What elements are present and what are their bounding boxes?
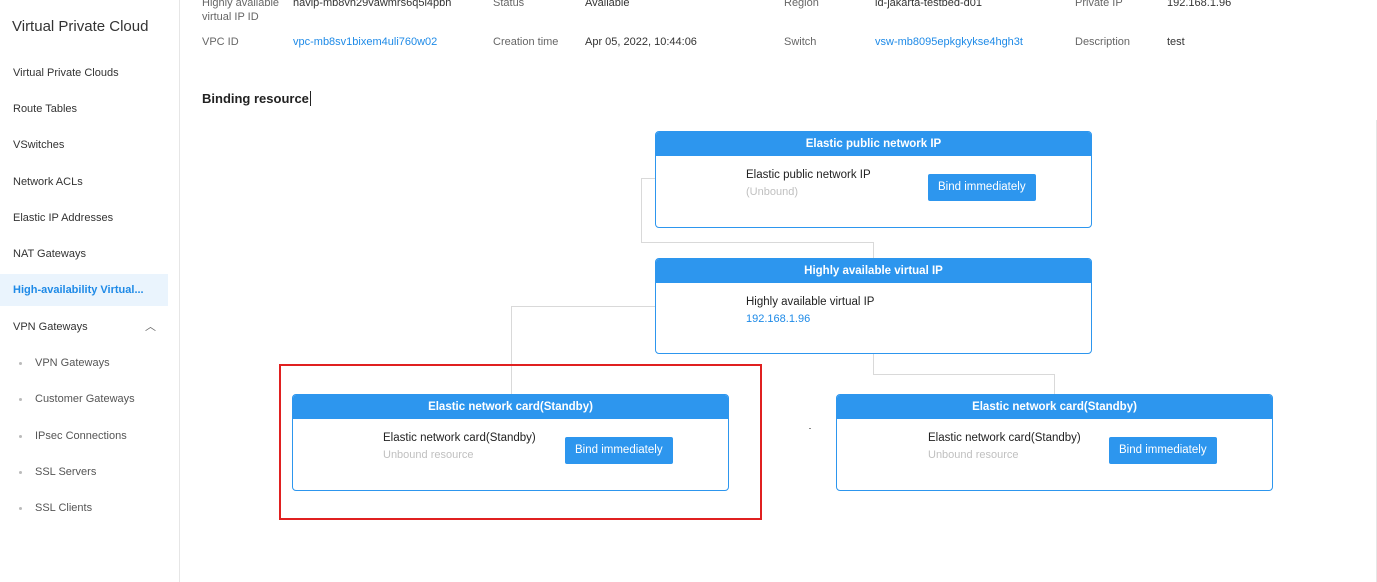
text-caret (309, 91, 311, 106)
sidebar-subitem-vpn-gateways[interactable]: VPN Gateways (0, 347, 168, 379)
sidebar-item-network-acls[interactable]: Network ACLs (13, 176, 83, 188)
description-label: Description (1075, 36, 1131, 48)
sidebar-item-nat-gateways[interactable]: NAT Gateways (13, 248, 86, 260)
switch-link[interactable]: vsw-mb8095epkgkykse4hgh3t (875, 36, 1023, 48)
connector-line (511, 306, 512, 394)
connector-line (641, 178, 656, 179)
connector-line (641, 242, 874, 243)
stray-dot (809, 428, 811, 429)
eni-right-card: Elastic network card(Standby) Elastic ne… (836, 394, 1273, 491)
sidebar-item-route-tables[interactable]: Route Tables (13, 103, 78, 115)
sidebar: Virtual Private Cloud Virtual Private Cl… (0, 0, 180, 582)
binding-resource-title-text: Binding resource (202, 91, 309, 106)
connector-line (873, 354, 874, 374)
eip-card-name: Elastic public network IP (746, 169, 871, 181)
switch-label: Switch (784, 36, 817, 48)
vpc-id-label: VPC ID (202, 36, 239, 48)
sidebar-item-vswitches[interactable]: VSwitches (13, 139, 65, 151)
vpc-id-link[interactable]: vpc-mb8sv1bixem4uli760w02 (293, 36, 438, 48)
creation-time-label: Creation time (493, 36, 559, 48)
sidebar-item-virtual-private-clouds[interactable]: Virtual Private Clouds (13, 67, 119, 79)
binding-resource-title: Binding resource (202, 91, 311, 106)
eip-card: Elastic public network IP Elastic public… (655, 131, 1092, 228)
sidebar-item-elastic-ip-addresses[interactable]: Elastic IP Addresses (13, 212, 114, 224)
sidebar-group-label: VPN Gateways (13, 321, 88, 333)
havip-card-header: Highly available virtual IP (656, 259, 1091, 283)
eip-card-header: Elastic public network IP (656, 132, 1091, 156)
havip-card-ip[interactable]: 192.168.1.96 (746, 313, 811, 325)
havip-id-value: havip-mb8vh29vawmrs6q5l4pbh (293, 0, 452, 9)
private-ip-label: Private IP (1075, 0, 1123, 9)
eni-left-card-header: Elastic network card(Standby) (293, 395, 728, 419)
sidebar-title: Virtual Private Cloud (12, 18, 149, 35)
region-value: id-jakarta-testbed-d01 (875, 0, 983, 9)
eni-left-bind-button[interactable]: Bind immediately (565, 437, 673, 464)
sidebar-subitem-ipsec-connections[interactable]: IPsec Connections (0, 420, 168, 452)
connector-line (1054, 374, 1055, 394)
creation-time-value: Apr 05, 2022, 10:44:06 (585, 36, 697, 48)
sidebar-subitem-customer-gateways[interactable]: Customer Gateways (0, 383, 168, 415)
havip-card: Highly available virtual IP Highly avail… (655, 258, 1092, 354)
eip-bind-button[interactable]: Bind immediately (928, 174, 1036, 201)
eni-right-bind-button[interactable]: Bind immediately (1109, 437, 1217, 464)
region-label: Region (784, 0, 819, 9)
eni-left-card-status: Unbound resource (383, 449, 474, 461)
eni-right-card-name: Elastic network card(Standby) (928, 432, 1081, 444)
eni-left-card-name: Elastic network card(Standby) (383, 432, 536, 444)
sidebar-subitem-ssl-servers[interactable]: SSL Servers (0, 456, 168, 488)
sidebar-group-vpn-gateways[interactable]: VPN Gateways ︿ (0, 311, 168, 343)
havip-id-label: Highly available virtual IP ID (202, 0, 280, 23)
eni-left-card: Elastic network card(Standby) Elastic ne… (292, 394, 729, 491)
connector-line (511, 306, 656, 307)
eip-card-status: (Unbound) (746, 186, 798, 198)
description-value: test (1167, 36, 1185, 48)
connector-line (873, 374, 1055, 375)
havip-card-name: Highly available virtual IP (746, 296, 875, 308)
private-ip-value: 192.168.1.96 (1167, 0, 1232, 9)
eni-right-card-status: Unbound resource (928, 449, 1019, 461)
chevron-up-icon[interactable]: ︿ (145, 321, 156, 333)
status-value: Available (585, 0, 630, 9)
connector-line (641, 178, 642, 242)
connector-line (873, 242, 874, 259)
sidebar-item-havip[interactable]: High-availability Virtual... (0, 274, 168, 306)
eni-right-card-header: Elastic network card(Standby) (837, 395, 1272, 419)
status-label: Status (493, 0, 525, 9)
sidebar-subitem-ssl-clients[interactable]: SSL Clients (0, 492, 168, 524)
